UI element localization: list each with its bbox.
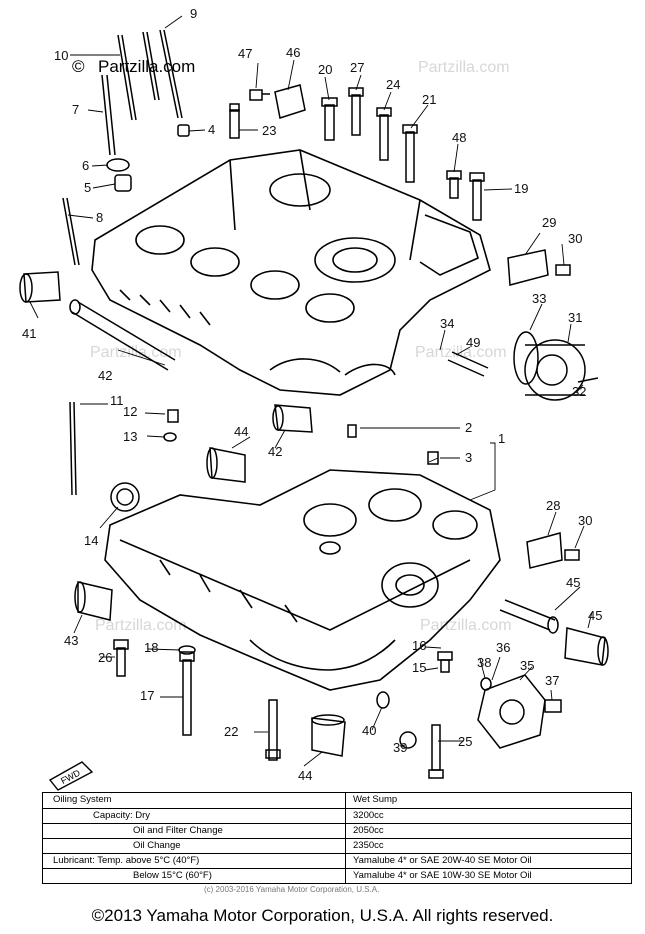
spec-row: Below 15°C (60°F) Yamalube 4* or SAE 10W-…	[43, 868, 631, 884]
callout-number: 21	[422, 92, 436, 107]
spec-label: Lubricant: Temp. above 5°C (40°F)	[53, 855, 200, 866]
callout-number: 15	[412, 660, 426, 675]
lower-crankcase	[104, 469, 501, 691]
callout-number: 26	[98, 650, 112, 665]
callout-number: 34	[440, 316, 454, 331]
callout-number: 42	[268, 444, 282, 459]
callout-number: 45	[588, 608, 602, 623]
spec-value: 3200cc	[353, 810, 384, 821]
callout-number: 28	[546, 498, 560, 513]
spec-value: 2350cc	[353, 840, 384, 851]
callout-number: 46	[286, 45, 300, 60]
callout-number: 16	[412, 638, 426, 653]
callout-number: 8	[96, 210, 103, 225]
callout-number: 49	[466, 335, 480, 350]
leader-lines	[29, 15, 593, 767]
callout-number: 30	[568, 231, 582, 246]
callout-number: 43	[64, 633, 78, 648]
callout-number: 24	[386, 77, 400, 92]
callout-number: 14	[84, 533, 98, 548]
spec-row: Oiling System Wet Sump	[43, 793, 631, 808]
callout-number: 44	[234, 424, 248, 439]
callout-number: 4	[208, 122, 215, 137]
callout-number: 17	[140, 688, 154, 703]
callout-number: 11	[110, 393, 124, 408]
callout-number: 33	[532, 291, 546, 306]
callout-number: 20	[318, 62, 332, 77]
partzilla-logo: © Partzilla.com	[72, 57, 195, 76]
callout-number: 44	[298, 768, 312, 783]
callout-number: 5	[84, 180, 91, 195]
spec-label: Oiling System	[53, 794, 112, 805]
spec-label: Below 15°C (60°F)	[133, 870, 212, 881]
spec-row: Oil and Filter Change 2050cc	[43, 823, 631, 839]
callout-number: 27	[350, 60, 364, 75]
spec-label: Oil and Filter Change	[133, 825, 223, 836]
forward-direction-badge: FWD	[48, 761, 94, 791]
callout-number: 45	[566, 575, 580, 590]
callout-number: 23	[262, 123, 276, 138]
spec-row: Oil Change 2350cc	[43, 838, 631, 854]
copyright-footer: ©2013 Yamaha Motor Corporation, U.S.A. A…	[91, 906, 554, 925]
callout-number: 9	[190, 6, 197, 21]
callout-number: 36	[496, 640, 510, 655]
callout-number: 18	[144, 640, 158, 655]
watermark-text: Partzilla.com	[418, 59, 510, 76]
watermark-text: Partzilla.com	[420, 617, 512, 634]
callout-number: 47	[238, 46, 252, 61]
callout-number: 32	[572, 384, 586, 399]
callout-number: 38	[477, 655, 491, 670]
callout-number: 37	[545, 673, 559, 688]
copyright-symbol: ©	[72, 57, 85, 76]
watermark-layer: Partzilla.com Partzilla.com Partzilla.co…	[90, 59, 512, 634]
callout-number: 13	[123, 429, 137, 444]
callout-number: 6	[82, 158, 89, 173]
callout-number: 30	[578, 513, 592, 528]
callout-number: 1	[498, 431, 505, 446]
studs-and-bolts	[62, 29, 485, 779]
callout-number: 35	[520, 658, 534, 673]
callout-number: 31	[568, 310, 582, 325]
callout-number: 39	[393, 740, 407, 755]
callout-number: 12	[123, 404, 137, 419]
callout-number: 25	[458, 734, 472, 749]
callout-number: 10	[54, 48, 68, 63]
watermark-text: Partzilla.com	[95, 617, 187, 634]
spec-value: 2050cc	[353, 825, 384, 836]
callout-number: 29	[542, 215, 556, 230]
callout-number: 3	[465, 450, 472, 465]
spec-value: Yamalube 4* or SAE 10W-30 SE Motor Oil	[353, 870, 532, 881]
callout-number: 41	[22, 326, 36, 341]
callout-numbers: 1234567891011121314151617181920212223242…	[22, 6, 602, 783]
fwd-arrow-icon	[48, 761, 94, 791]
spec-value: Wet Sump	[353, 794, 398, 805]
upper-crankcase	[91, 149, 491, 396]
callout-number: 19	[514, 181, 528, 196]
spec-label: Capacity: Dry	[93, 810, 151, 821]
spec-label: Oil Change	[133, 840, 181, 851]
source-note: (c) 2003-2016 Yamaha Motor Corporation, …	[204, 885, 380, 894]
callout-number: 22	[224, 724, 238, 739]
spec-row: Lubricant: Temp. above 5°C (40°F) Yamalub…	[43, 853, 631, 869]
spec-value: Yamalube 4* or SAE 20W-40 SE Motor Oil	[353, 855, 532, 866]
callout-number: 42	[98, 368, 112, 383]
callout-number: 48	[452, 130, 466, 145]
callout-number: 2	[465, 420, 472, 435]
watermark-text: Partzilla.com	[90, 344, 182, 361]
spec-row: Capacity: Dry 3200cc	[43, 808, 631, 824]
callout-number: 40	[362, 723, 376, 738]
callout-number: 7	[72, 102, 79, 117]
logo-brand-text: Partzilla.com	[98, 57, 195, 76]
